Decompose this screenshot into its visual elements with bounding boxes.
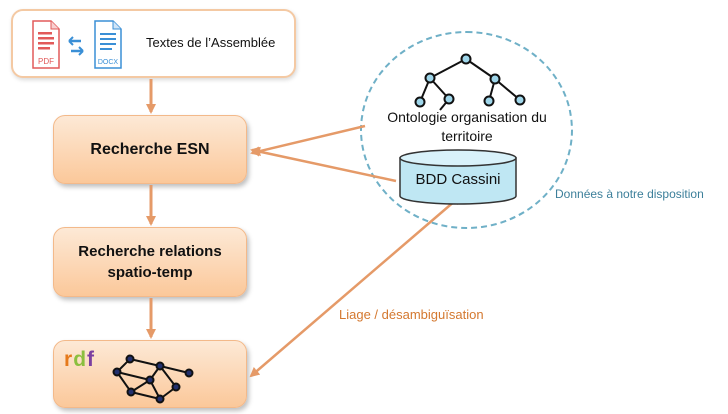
step-recherche-esn: Recherche ESN	[53, 115, 247, 184]
rdf-letter-r: r	[64, 348, 74, 371]
arrow-ontology-to-esn	[250, 124, 366, 157]
step-recherche-relations: Recherche relations spatio-temp	[53, 227, 247, 297]
input-documents-label: Textes de l’Assemblée	[146, 35, 276, 50]
step-relations-line2: spatio-temp	[107, 264, 193, 281]
available-data-ring	[360, 31, 573, 229]
rdf-letter-f: f	[87, 348, 96, 371]
pdf-file-icon	[32, 20, 60, 69]
ontology-tree-icon	[414, 53, 526, 111]
available-data-caption: Données à notre disposition	[555, 187, 704, 201]
docx-file-icon	[94, 20, 122, 69]
ontology-label: Ontologie organisation du territoire	[362, 108, 572, 146]
ontology-line1: Ontologie organisation du	[387, 109, 547, 125]
arrow-database-to-esn	[250, 146, 397, 183]
rdf-label: rdf	[64, 348, 95, 372]
step-recherche-esn-label: Recherche ESN	[90, 140, 210, 158]
pdf-badge: PDF	[38, 57, 54, 66]
ontology-line2: territoire	[441, 128, 493, 144]
rdf-letter-d: d	[73, 348, 88, 371]
docx-badge: DOCX	[98, 59, 119, 66]
arrow-linking-bidirectional	[249, 194, 463, 378]
step-relations-line1: Recherche relations	[78, 243, 222, 260]
database-label: BDD Cassini	[415, 171, 501, 188]
document-icons: PDF DOCX	[32, 20, 122, 69]
database-cylinder-icon	[399, 149, 517, 205]
rdf-graph-icon	[112, 354, 194, 404]
input-documents-box: PDF DOCX	[11, 9, 296, 78]
convert-arrows-icon	[68, 36, 84, 56]
